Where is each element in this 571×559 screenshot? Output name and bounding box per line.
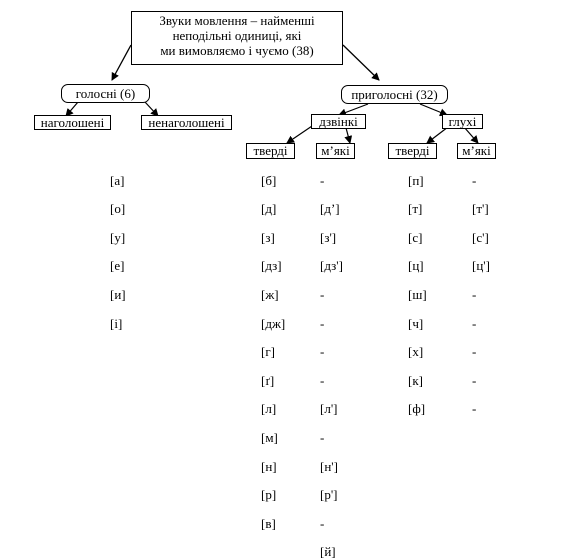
voiceless-soft-item: - — [472, 173, 477, 188]
voiceless-soft-item: - — [472, 316, 477, 331]
voiceless-hard-item: [с] — [408, 230, 423, 245]
voiced-soft-item: - — [320, 316, 325, 331]
voiced-soft-item: [л'] — [320, 401, 338, 416]
voiced-soft-item: [дз'] — [320, 258, 343, 273]
stressed-vowel-item: [е] — [110, 258, 125, 273]
voiced-hard-item: [д] — [261, 201, 277, 216]
voiced-soft-item: - — [320, 430, 325, 445]
arrow-voiceless-to-soft — [463, 126, 479, 144]
root-line: Звуки мовлення – найменші — [159, 13, 315, 28]
root-line: неподільні одиниці, які — [172, 28, 302, 43]
voiced-hard-item: [н] — [261, 459, 277, 474]
voiced-hard-item: [дз] — [261, 258, 282, 273]
voiceless-soft-item: [с'] — [472, 230, 489, 245]
arrow-root-to-vowels — [111, 44, 132, 81]
arrow-root-to-consonants — [342, 44, 380, 81]
arrow-voiced-to-hard — [286, 123, 316, 144]
voiced-hard-node: тверді — [246, 143, 295, 159]
voiced-hard-item: [г] — [261, 344, 275, 359]
root-line: ми вимовляємо і чуємо (38) — [160, 43, 314, 58]
voiceless-hard-item: [ч] — [408, 316, 424, 331]
voiceless-hard-item: [т] — [408, 201, 423, 216]
voiced-hard-item: [м] — [261, 430, 278, 445]
voiceless-hard-item: [ш] — [408, 287, 427, 302]
voiceless-soft-item: [т'] — [472, 201, 489, 216]
voiceless-hard-item: [ц] — [408, 258, 424, 273]
voiced-hard-item: [ґ] — [261, 373, 275, 388]
voiceless-soft-item: - — [472, 401, 477, 416]
arrow-vowels-to-stressed — [65, 101, 79, 117]
voiceless-soft-item: - — [472, 287, 477, 302]
voiced-soft-item: [д’] — [320, 201, 340, 216]
voiceless-soft-node: м’які — [457, 143, 496, 159]
voiced-soft-item: - — [320, 173, 325, 188]
voiced-soft-item: [й] — [320, 544, 336, 559]
voiceless-soft-item: - — [472, 344, 477, 359]
arrow-consonants-to-voiced — [338, 103, 369, 117]
voiceless-soft-item: - — [472, 373, 477, 388]
voiced-node: дзвінкі — [311, 114, 366, 129]
voiced-hard-item: [в] — [261, 516, 276, 531]
voiceless-node: глухі — [442, 114, 483, 129]
voiced-hard-item: [р] — [261, 487, 277, 502]
stressed-vowel-item: [і] — [110, 316, 123, 331]
voiced-soft-item: - — [320, 373, 325, 388]
voiced-soft-node: м’які — [316, 143, 355, 159]
voiced-hard-item: [б] — [261, 173, 277, 188]
voiceless-hard-node: тверді — [388, 143, 437, 159]
voiced-soft-item: [з'] — [320, 230, 337, 245]
vowels-node: голосні (6) — [61, 84, 150, 103]
arrow-voiceless-to-hard — [426, 126, 449, 144]
voiced-soft-item: - — [320, 287, 325, 302]
voiceless-soft-item: [ц'] — [472, 258, 490, 273]
arrow-consonants-to-voiceless — [419, 103, 448, 117]
voiceless-hard-item: [п] — [408, 173, 424, 188]
stressed-vowel-item: [а] — [110, 173, 125, 188]
voiced-hard-item: [дж] — [261, 316, 286, 331]
root-node: Звуки мовлення – найменші неподільні оди… — [131, 11, 343, 65]
stressed-vowel-item: [о] — [110, 201, 126, 216]
voiceless-hard-item: [ф] — [408, 401, 426, 416]
voiced-soft-item: [н'] — [320, 459, 338, 474]
voiced-soft-item: - — [320, 516, 325, 531]
voiced-soft-item: [р'] — [320, 487, 338, 502]
unstressed-vowels-node: ненаголошені — [141, 115, 232, 130]
stressed-vowel-item: [у] — [110, 230, 126, 245]
voiced-soft-item: - — [320, 344, 325, 359]
voiced-hard-item: [ж] — [261, 287, 279, 302]
consonants-node: приголосні (32) — [341, 85, 448, 104]
arrow-vowels-to-unstressed — [144, 101, 159, 117]
voiced-hard-item: [л] — [261, 401, 277, 416]
voiceless-hard-item: [х] — [408, 344, 424, 359]
stressed-vowel-item: [и] — [110, 287, 126, 302]
stressed-vowels-node: наголошені — [34, 115, 111, 130]
voiced-hard-item: [з] — [261, 230, 275, 245]
voiceless-hard-item: [к] — [408, 373, 423, 388]
